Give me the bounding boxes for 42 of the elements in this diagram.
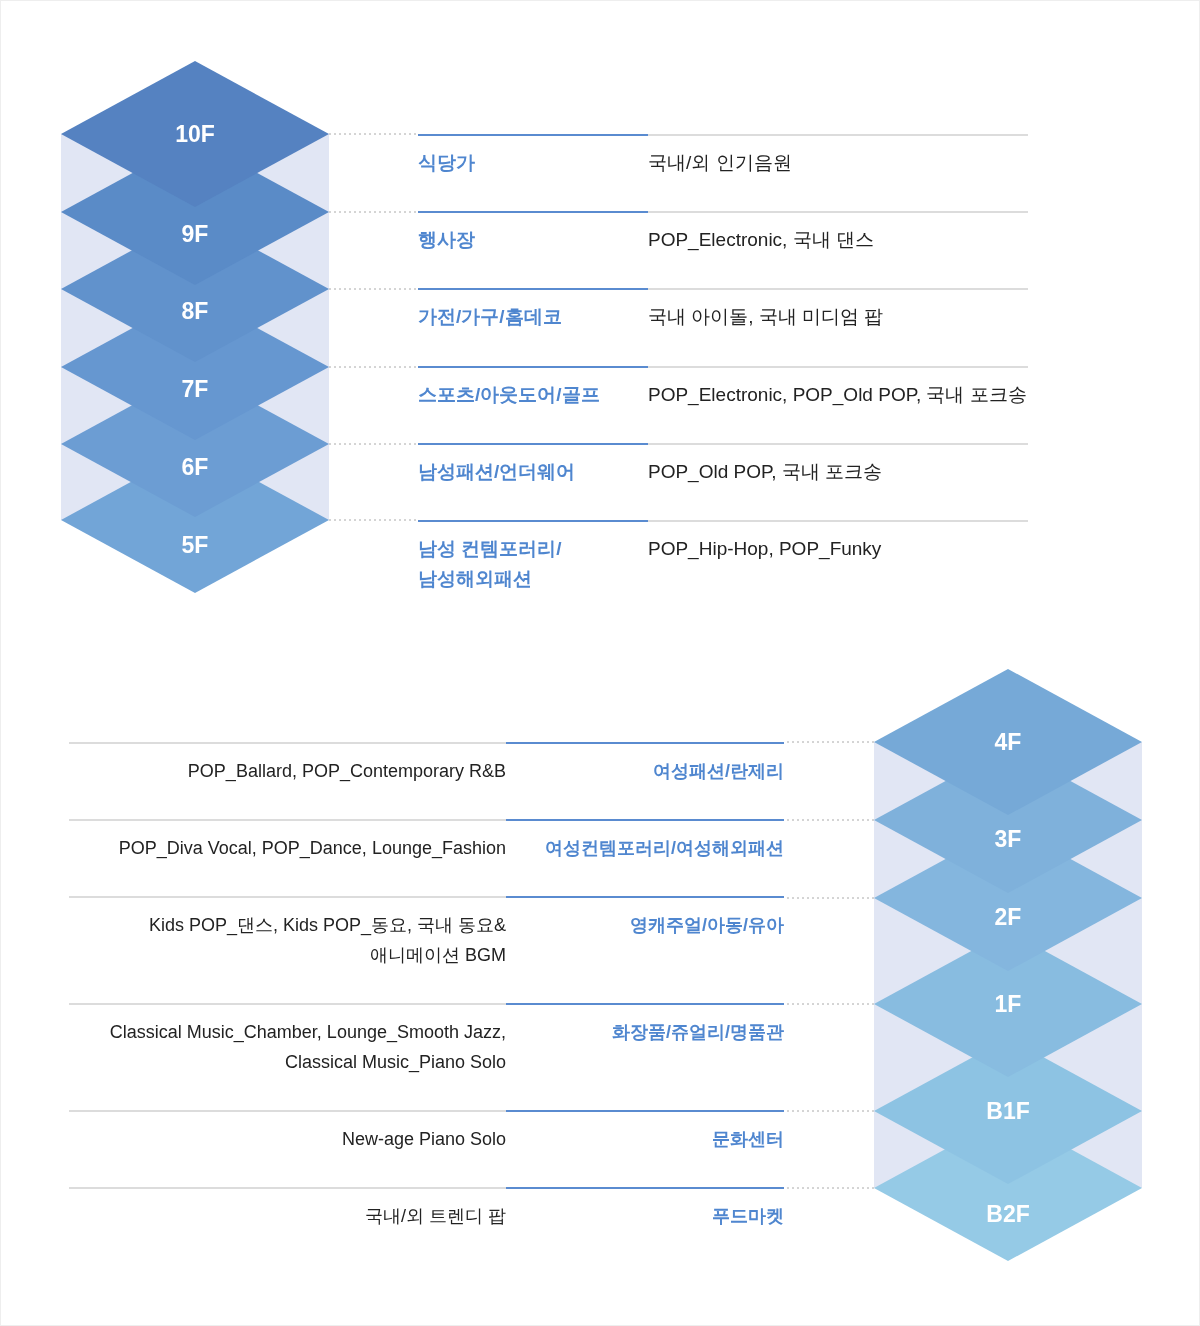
floor-label: 4F xyxy=(994,730,1022,754)
floor-label: 3F xyxy=(994,827,1022,851)
floor-label: 10F xyxy=(175,122,215,146)
store-category: 가전/가구/홈데코 xyxy=(418,305,563,329)
floor-label: 7F xyxy=(181,377,209,401)
music-genre-text: POP_Electronic, POP_Old POP, 국내 포크송 xyxy=(648,383,1027,408)
store-category: 화장품/쥬얼리/명품관 xyxy=(611,1021,784,1044)
store-category: 푸드마켓 xyxy=(711,1205,784,1228)
store-category: 남성 컨템포러리/ 남성해외패션 xyxy=(418,537,563,591)
floor-label: B2F xyxy=(986,1202,1030,1226)
music-genre-text: New-age Piano Solo xyxy=(341,1128,506,1151)
floor-label: 8F xyxy=(181,299,209,323)
store-category: 행사장 xyxy=(418,228,476,252)
store-category: 여성컨템포러리/여성해외패션 xyxy=(544,837,784,860)
leader-line xyxy=(328,519,419,521)
floor-label: 2F xyxy=(994,905,1022,929)
leader-line xyxy=(328,443,419,445)
music-genre-text: POP_Diva Vocal, POP_Dance, Lounge_Fashion xyxy=(118,837,506,861)
floor-label: B1F xyxy=(986,1099,1030,1123)
music-genre-text: Classical Music_Chamber, Lounge_Smooth Jazz, Classical Music_Piano Solo xyxy=(108,1021,506,1075)
music-genre-text: POP_Old POP, 국내 포크송 xyxy=(648,460,883,485)
floor-label: 9F xyxy=(181,222,209,246)
music-genre-text: POP_Ballard, POP_Contemporary R&B xyxy=(187,760,506,784)
music-genre-text: Kids POP_댄스, Kids POP_동요, 국내 동요&애니메이션 BGM xyxy=(147,914,506,967)
music-genre-text: 국내 아이돌, 국내 미디엄 팝 xyxy=(648,305,884,329)
music-genre-text: 국내/외 트렌디 팝 xyxy=(365,1205,506,1228)
store-category: 문화센터 xyxy=(711,1128,784,1151)
store-category: 영캐주얼/아동/유아 xyxy=(629,914,784,937)
floor-label: 1F xyxy=(994,992,1022,1016)
music-genre-text: POP_Electronic, 국내 댄스 xyxy=(648,228,874,253)
leader-line xyxy=(328,211,419,213)
floor-label: 6F xyxy=(181,455,209,479)
store-category: 여성패션/란제리 xyxy=(652,760,784,783)
leader-line xyxy=(328,288,419,290)
music-genre-text: POP_Hip-Hop, POP_Funky xyxy=(648,537,882,562)
store-category: 남성패션/언더웨어 xyxy=(418,460,577,484)
music-genre-text: 국내/외 인기음원 xyxy=(648,151,792,175)
leader-line xyxy=(328,366,419,368)
floor-label: 5F xyxy=(181,533,209,557)
store-category: 식당가 xyxy=(418,151,476,175)
store-category: 스포츠/아웃도어/골프 xyxy=(418,383,601,407)
leader-line xyxy=(328,133,419,135)
